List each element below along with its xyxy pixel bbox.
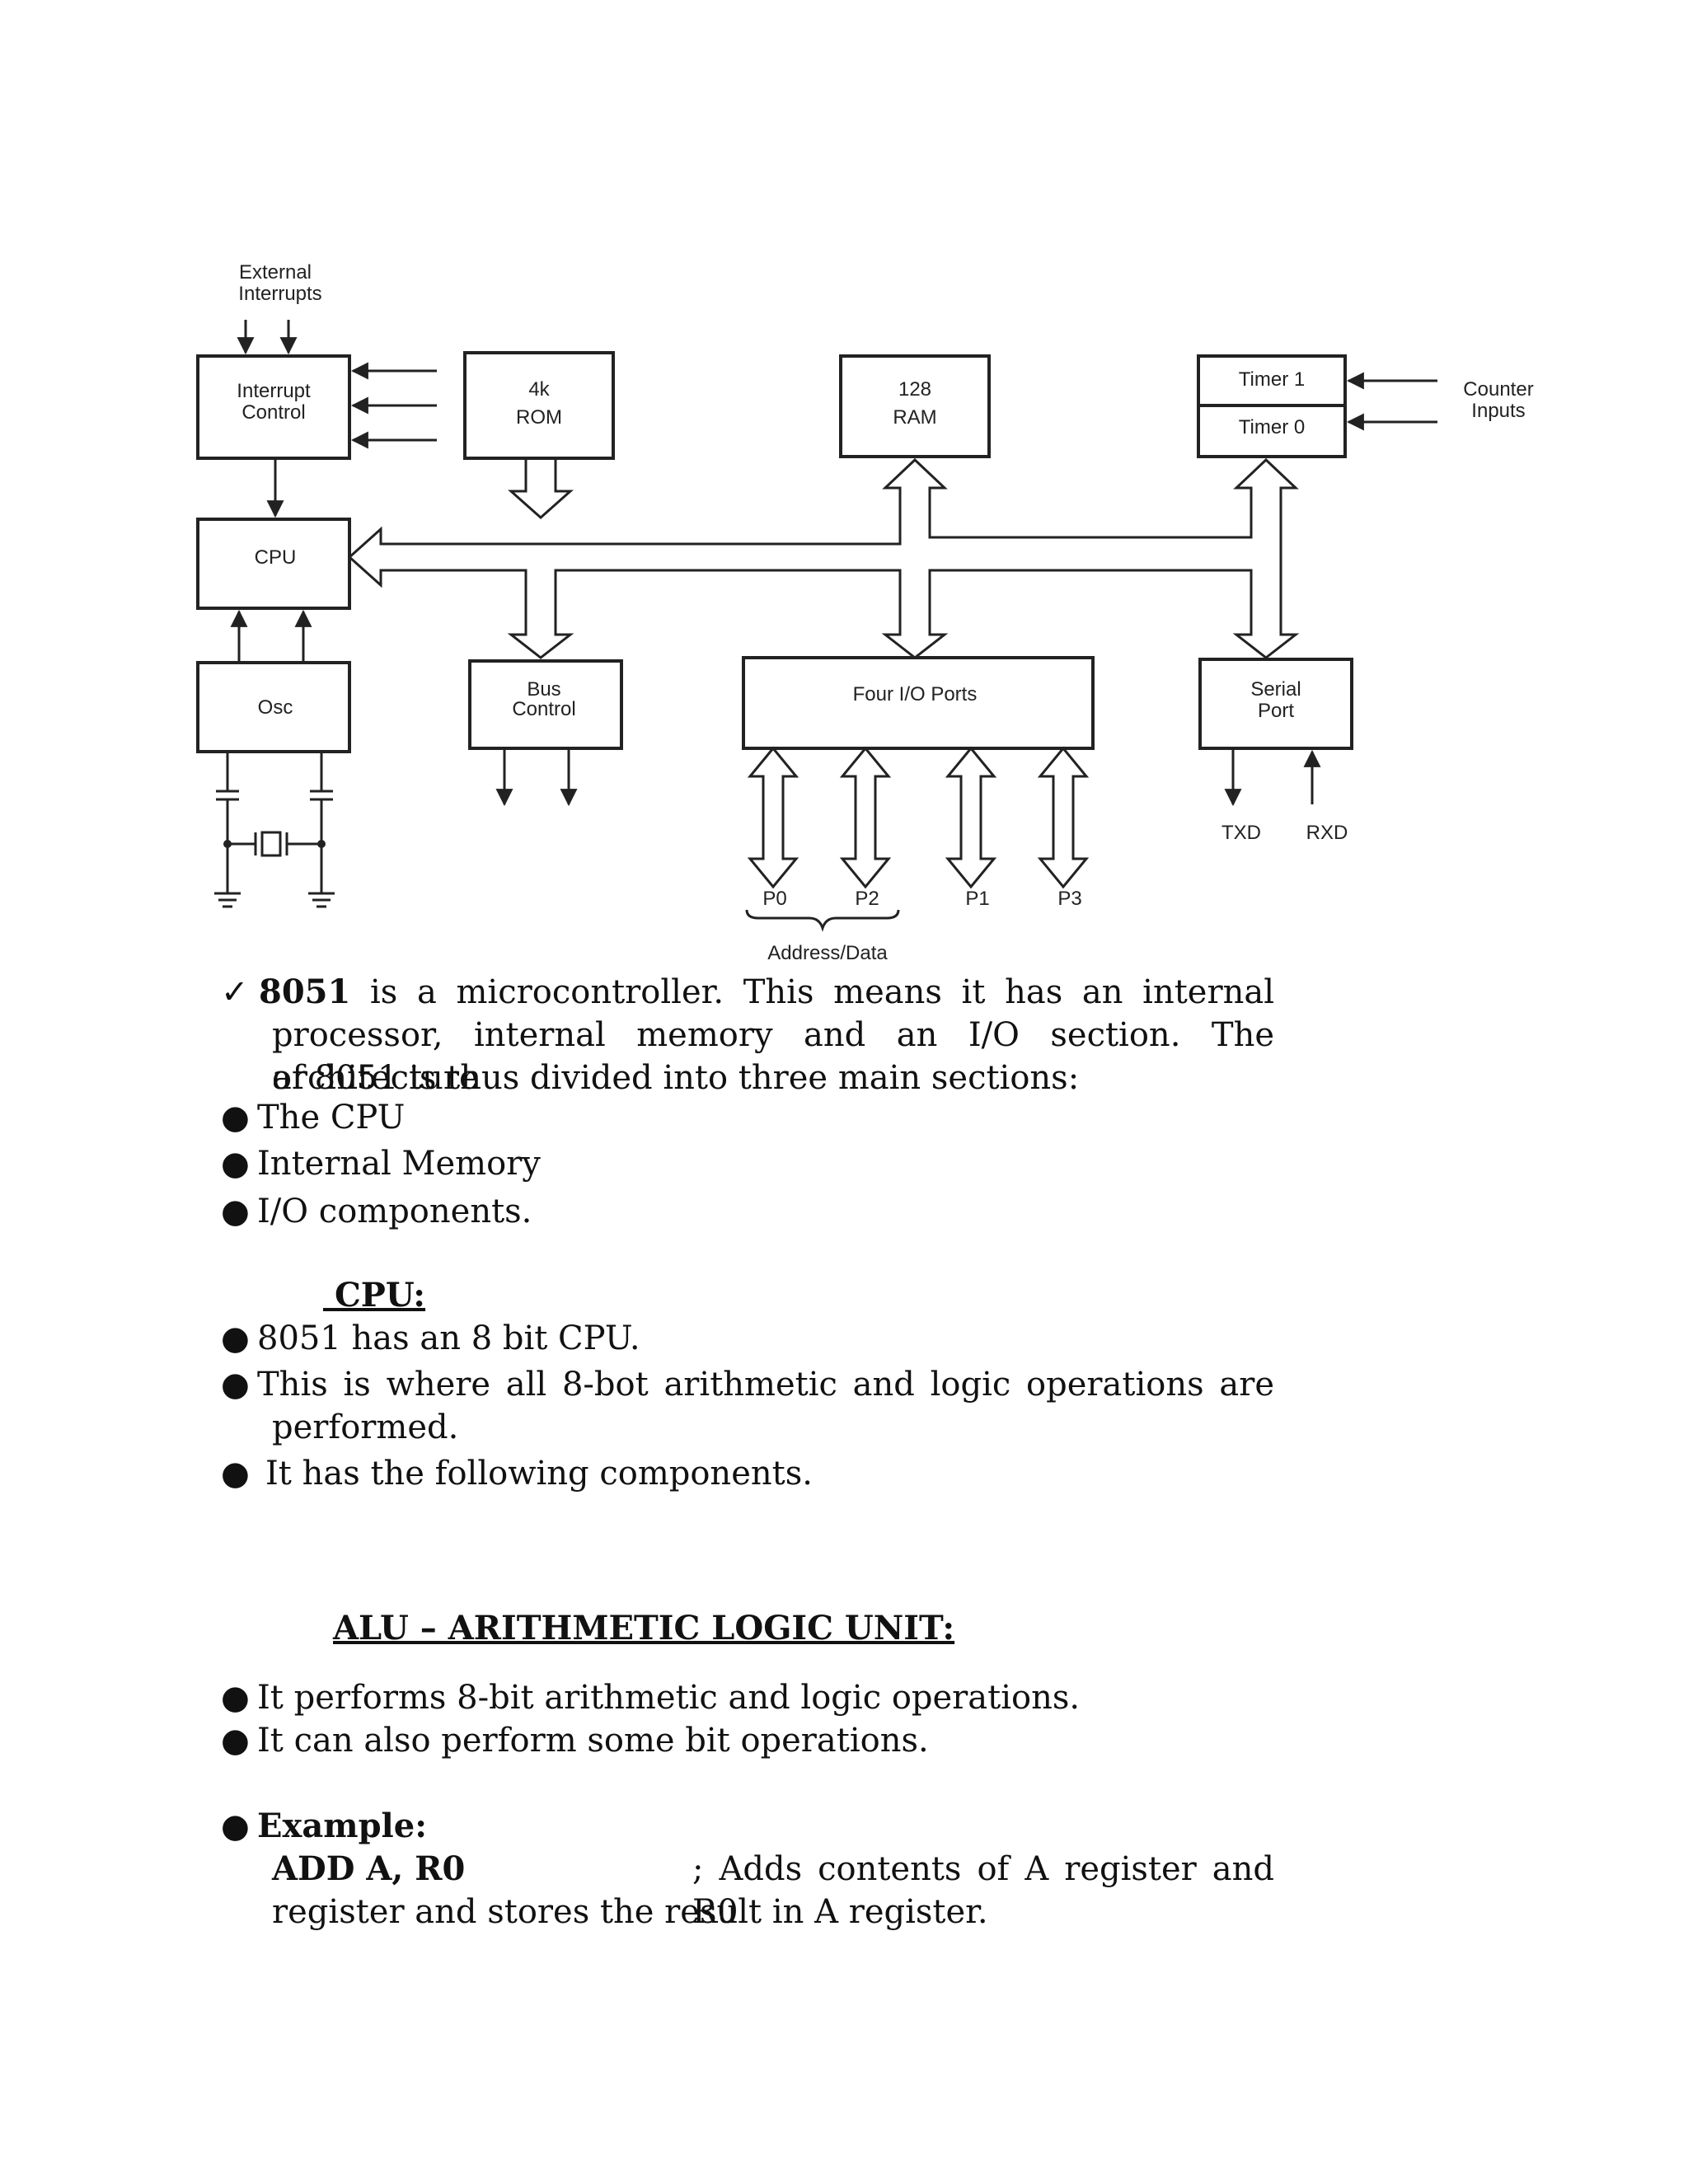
diagram-label: Control <box>512 698 575 720</box>
p0-arrow <box>747 746 799 889</box>
rom-box <box>463 351 615 460</box>
alu-heading: ALU – ARITHMETIC LOGIC UNIT: <box>333 1609 955 1647</box>
external-interrupts-label: External <box>239 261 312 284</box>
osc-label: Osc <box>258 696 293 719</box>
bullet-icon: ● <box>221 1145 250 1183</box>
serial-port-box <box>1198 658 1353 750</box>
diagram-label: ROM <box>516 406 562 429</box>
address-data-label: Address/Data <box>767 942 888 964</box>
diagram-label: Port <box>1258 700 1294 722</box>
interrupt-control-label: Interrupt <box>237 380 311 402</box>
cpu-bullet-3: It has the following components. <box>265 1455 813 1493</box>
list-item-memory: Internal Memory <box>257 1145 541 1183</box>
bullet-icon: ● <box>221 1319 250 1357</box>
check-icon: ✓ <box>221 973 249 1011</box>
p2-arrow <box>839 746 892 889</box>
list-item-io: I/O components. <box>257 1193 532 1230</box>
timer1-label: Timer 1 <box>1239 368 1305 391</box>
p3-arrow <box>1037 746 1090 889</box>
ram-label: 128 <box>898 378 931 401</box>
io-ports-box <box>742 656 1095 750</box>
p0-label: P0 <box>762 888 786 910</box>
cpu-box <box>196 518 351 610</box>
timer0-label: Timer 0 <box>1239 416 1305 438</box>
rxd-label: RXD <box>1306 822 1348 844</box>
cpu-label: CPU <box>255 546 297 569</box>
architecture-diagram: External Interrupts Interrupt Control 4k… <box>196 261 1534 964</box>
cpu-heading: CPU: <box>334 1276 426 1315</box>
serial-port-label: Serial <box>1250 678 1301 701</box>
diagram-label: Control <box>241 401 305 424</box>
intro-paragraph: ✓8051 is a microcontroller. This means i… <box>221 971 1274 1014</box>
alu-bullet-1: It performs 8-bit arithmetic and logic o… <box>257 1679 1081 1717</box>
bullet-icon: ● <box>221 1679 250 1717</box>
counter-inputs-label: Counter <box>1463 378 1533 401</box>
interrupt-control-box <box>196 354 351 460</box>
rom-label: 4k <box>528 378 550 401</box>
diagram-label: RAM <box>893 406 936 429</box>
bullet-icon: ● <box>221 1099 250 1137</box>
io-ports-label: Four I/O Ports <box>853 683 978 705</box>
bullet-icon: ● <box>221 1722 250 1760</box>
osc-box <box>196 661 351 753</box>
txd-label: TXD <box>1221 822 1261 844</box>
example-label: Example: <box>257 1807 427 1845</box>
bullet-icon: ● <box>221 1455 250 1493</box>
bullet-icon: ● <box>221 1193 250 1230</box>
bus-control-label: Bus <box>527 678 560 701</box>
bus-control-box <box>468 659 623 750</box>
diagram-label: Inputs <box>1471 400 1525 422</box>
alu-bullet-2: It can also perform some bit operations. <box>257 1722 929 1760</box>
diagram-label: Interrupts <box>238 283 321 305</box>
intro-line3: of 8051 is thus divided into three main … <box>272 1059 1080 1097</box>
p1-arrow <box>945 746 997 889</box>
bullet-icon: ● <box>221 1807 250 1845</box>
list-item-cpu: The CPU <box>257 1099 406 1137</box>
p2-label: P2 <box>855 888 879 910</box>
bullet-icon: ● <box>221 1366 250 1404</box>
p1-label: P1 <box>965 888 989 910</box>
intro-line2: processor, internal memory and an I/O se… <box>272 1016 1274 1097</box>
cpu-bullet-1: 8051 has an 8 bit CPU. <box>257 1319 640 1357</box>
cpu-bullet-2-cont: performed. <box>272 1408 459 1446</box>
example-comment: ; Adds contents of A register and R0 <box>692 1850 1274 1931</box>
example-line2: register and stores the result in A regi… <box>272 1893 988 1931</box>
p3-label: P3 <box>1057 888 1081 910</box>
example-code: ADD A, R0 <box>272 1849 466 1888</box>
cpu-bullet-2: This is where all 8-bot arithmetic and l… <box>257 1366 1274 1404</box>
crystal-circuit <box>214 752 335 908</box>
ram-box <box>839 354 991 458</box>
